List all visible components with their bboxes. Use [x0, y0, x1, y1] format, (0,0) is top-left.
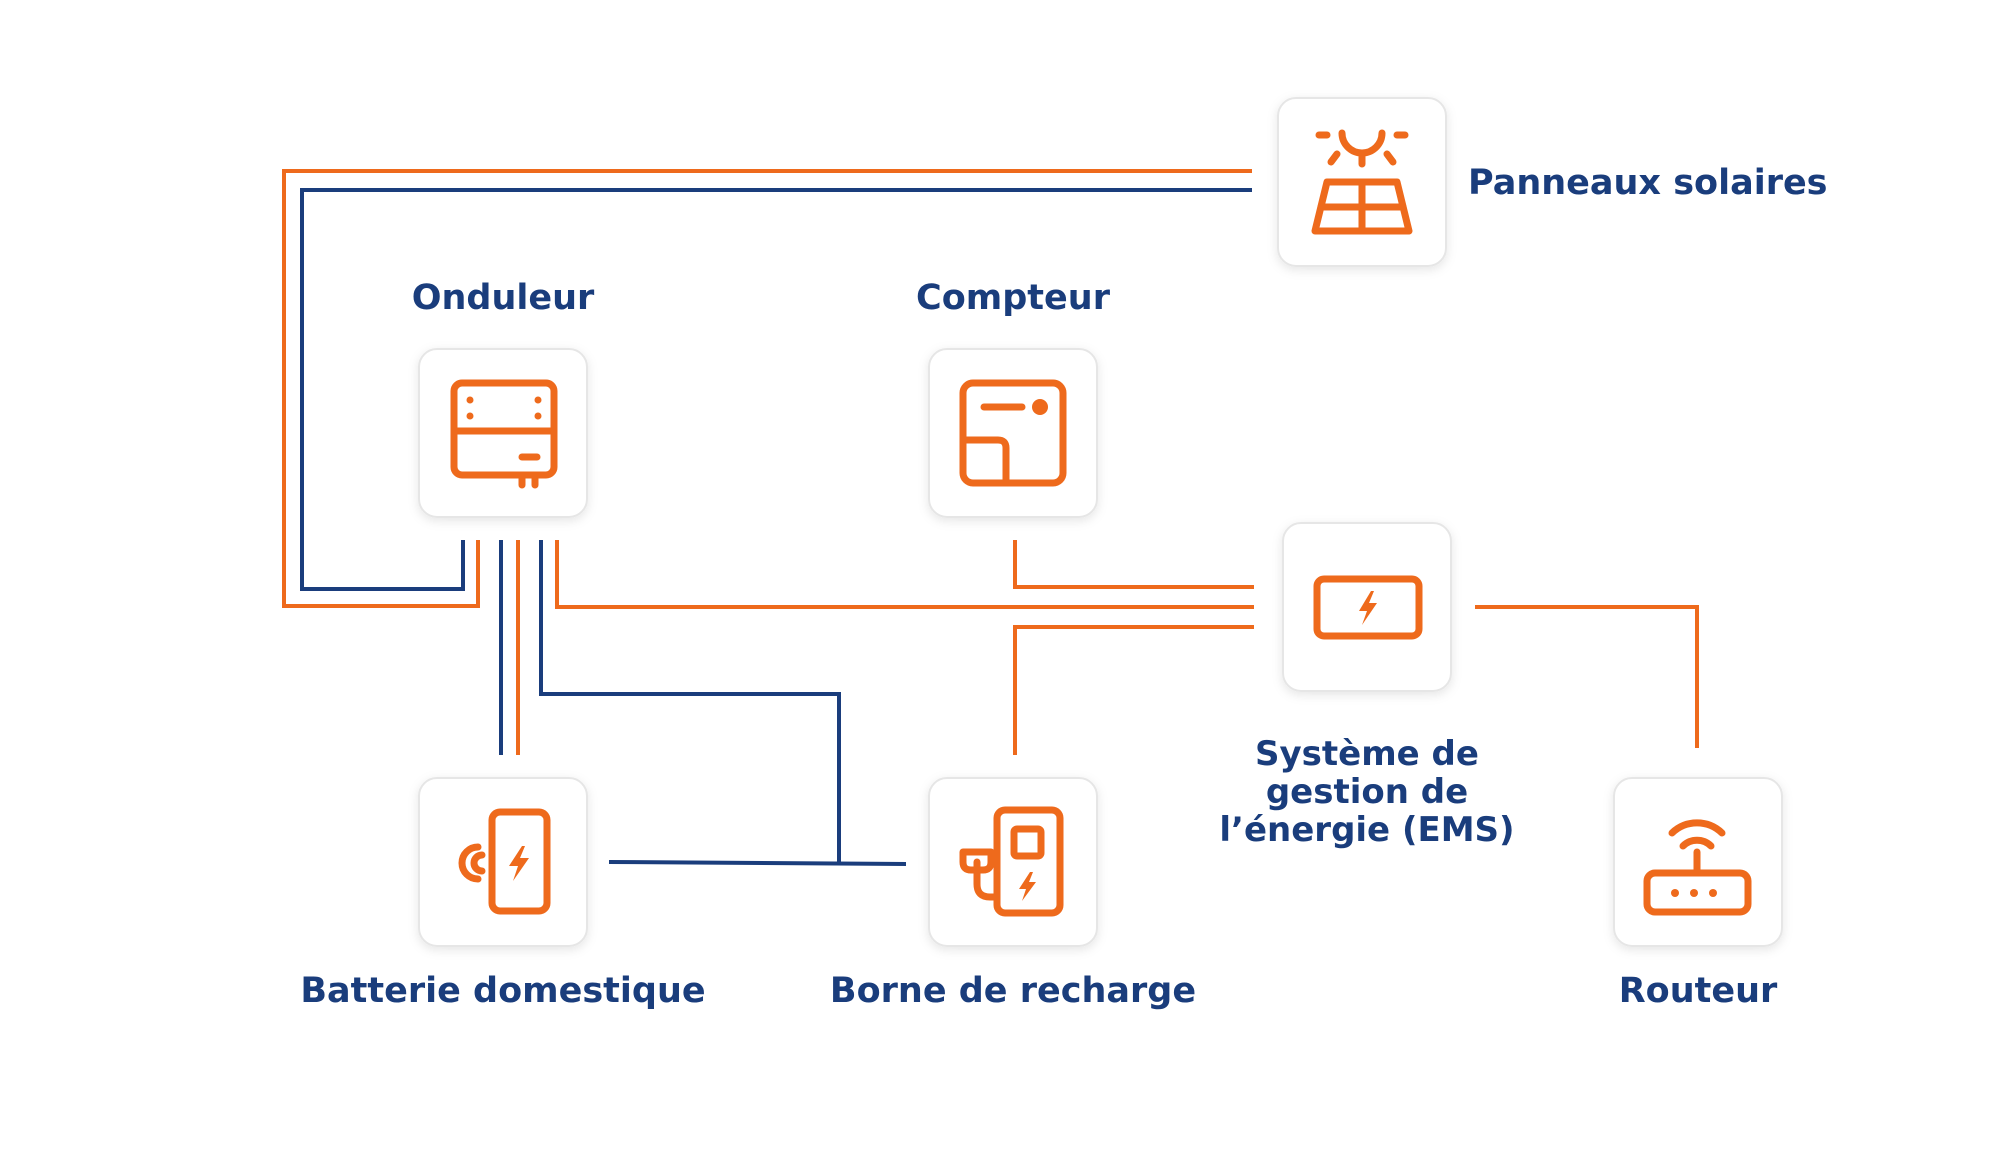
meter-card — [928, 348, 1098, 518]
charging-station-icon — [959, 806, 1064, 917]
connection-lines — [282, 169, 1699, 866]
battery-charger-blue-line — [608, 860, 907, 866]
charger-card — [928, 777, 1098, 947]
solar-panel-icon — [1311, 129, 1413, 235]
charger-label: Borne de recharge — [829, 971, 1197, 1011]
ems-label: Système de gestion de l’énergie (EMS) — [1219, 734, 1515, 850]
battery-label: Batterie domestique — [300, 971, 706, 1011]
node-cards — [418, 97, 1783, 947]
inverter-charger-blue-line — [539, 540, 841, 863]
inverter-icon — [450, 379, 558, 489]
solar-inverter-blue-line — [300, 188, 1252, 591]
router-label: Routeur — [1618, 971, 1778, 1011]
ems-icon — [1313, 575, 1423, 640]
router-icon — [1643, 819, 1752, 916]
battery-card — [418, 777, 588, 947]
home-battery-icon — [458, 808, 551, 915]
meter-ems-orange-line — [1013, 540, 1254, 589]
meter-label: Compteur — [916, 278, 1110, 318]
solar-inverter-orange-line — [282, 169, 1252, 608]
ems-router-orange-line — [1475, 605, 1699, 748]
meter-icon — [959, 379, 1067, 487]
ems-charger-orange-line — [1013, 625, 1254, 755]
solar-label: Panneaux solaires — [1468, 163, 1828, 203]
inverter-ems-orange-line — [555, 540, 1254, 609]
inverter-label: Onduleur — [411, 278, 595, 318]
